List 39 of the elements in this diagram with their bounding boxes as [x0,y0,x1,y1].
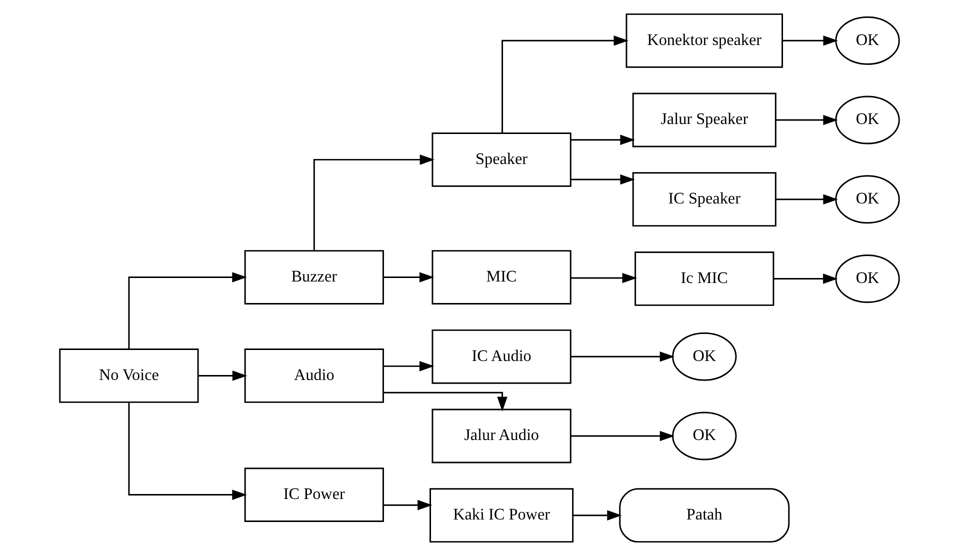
arrow [570,174,635,185]
node-ellipse: OK [672,412,737,460]
arrow [313,154,435,251]
node-ellipse: OK [835,16,900,65]
arrow [570,134,635,145]
arrow [570,430,675,442]
arrow [383,272,434,282]
arrow [774,274,838,284]
arrow [782,35,838,46]
node-box: Patah [619,488,790,543]
arrow [776,114,838,126]
node-ellipse: OK [672,332,737,381]
arrow [776,194,838,205]
node-box: Konektor speaker [626,13,783,68]
node-box: IC Audio [432,329,572,384]
arrow [573,510,622,521]
node-box: No Voice [59,348,199,403]
node-box: IC Power [244,468,384,522]
arrow [128,272,247,349]
node-ellipse: OK [835,254,900,303]
arrow [570,272,637,284]
node-box: Audio [244,348,384,403]
node-box: Kaki IC Power [430,488,574,543]
node-box: IC Speaker [632,172,776,227]
arrow [384,392,508,412]
node-box: MIC [432,250,572,304]
node-box: Speaker [432,132,572,187]
arrow [383,500,432,510]
arrow [198,370,248,381]
arrow [502,35,628,133]
arrow [128,402,247,500]
node-ellipse: OK [835,96,900,144]
node-box: Jalur Speaker [632,92,776,148]
arrow [383,361,434,372]
node-box: Buzzer [244,250,384,304]
node-ellipse: OK [835,175,900,224]
node-box: Jalur Audio [432,408,572,464]
arrow [570,351,675,362]
node-box: Ic MIC [634,252,774,306]
